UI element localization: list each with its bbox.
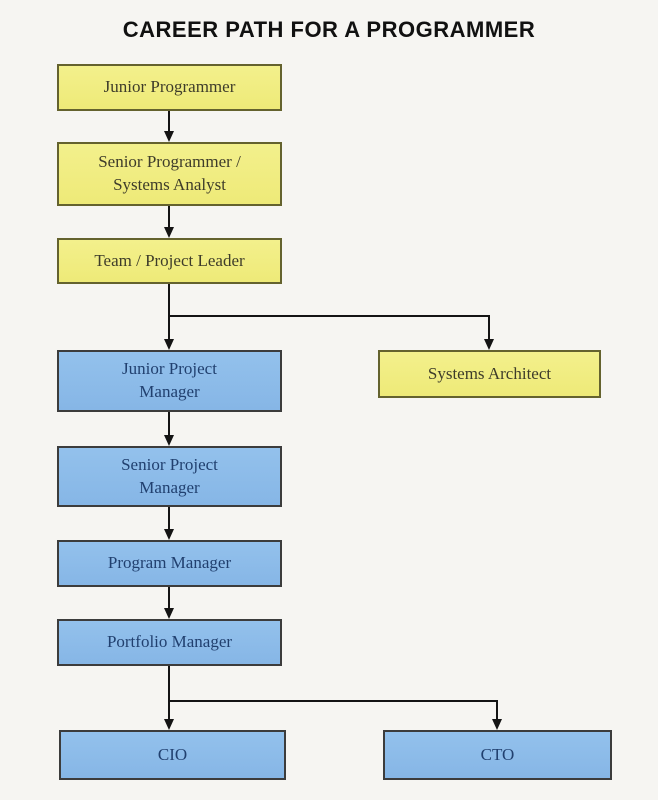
- connector-pgm-to-pfm-line: [168, 587, 170, 608]
- connector-spm-to-pgm-line: [168, 507, 170, 529]
- arrowhead-down-icon: [164, 719, 174, 730]
- arrowhead-down-icon: [492, 719, 502, 730]
- connector-jp-to-sp-line: [168, 111, 170, 132]
- connector-pfm-spine-line: [168, 666, 170, 719]
- diagram-title: CAREER PATH FOR A PROGRAMMER: [122, 17, 536, 42]
- arrowhead-down-icon: [164, 435, 174, 446]
- connector-tl-to-sa-line: [488, 315, 490, 339]
- node-cto: CTO: [383, 730, 612, 780]
- node-junior-programmer: Junior Programmer: [57, 64, 282, 111]
- connector-tl-spine-line: [168, 284, 170, 339]
- arrowhead-down-icon: [164, 339, 174, 350]
- connector-pfm-to-cto-line: [496, 700, 498, 719]
- node-junior-project-manager: Junior Project Manager: [57, 350, 282, 412]
- arrowhead-down-icon: [164, 131, 174, 142]
- node-program-manager: Program Manager: [57, 540, 282, 587]
- connector-sp-to-tl-line: [168, 206, 170, 228]
- node-portfolio-manager: Portfolio Manager: [57, 619, 282, 666]
- node-team-project-leader: Team / Project Leader: [57, 238, 282, 284]
- node-systems-architect: Systems Architect: [378, 350, 601, 398]
- arrowhead-down-icon: [484, 339, 494, 350]
- connector-jpm-to-spm-line: [168, 412, 170, 435]
- node-cio: CIO: [59, 730, 286, 780]
- connector-pfm-branch-line: [168, 700, 498, 702]
- node-senior-project-manager: Senior Project Manager: [57, 446, 282, 507]
- connector-tl-branch-line: [168, 315, 490, 317]
- arrowhead-down-icon: [164, 227, 174, 238]
- arrowhead-down-icon: [164, 608, 174, 619]
- node-senior-programmer-systems-analyst: Senior Programmer / Systems Analyst: [57, 142, 282, 206]
- arrowhead-down-icon: [164, 529, 174, 540]
